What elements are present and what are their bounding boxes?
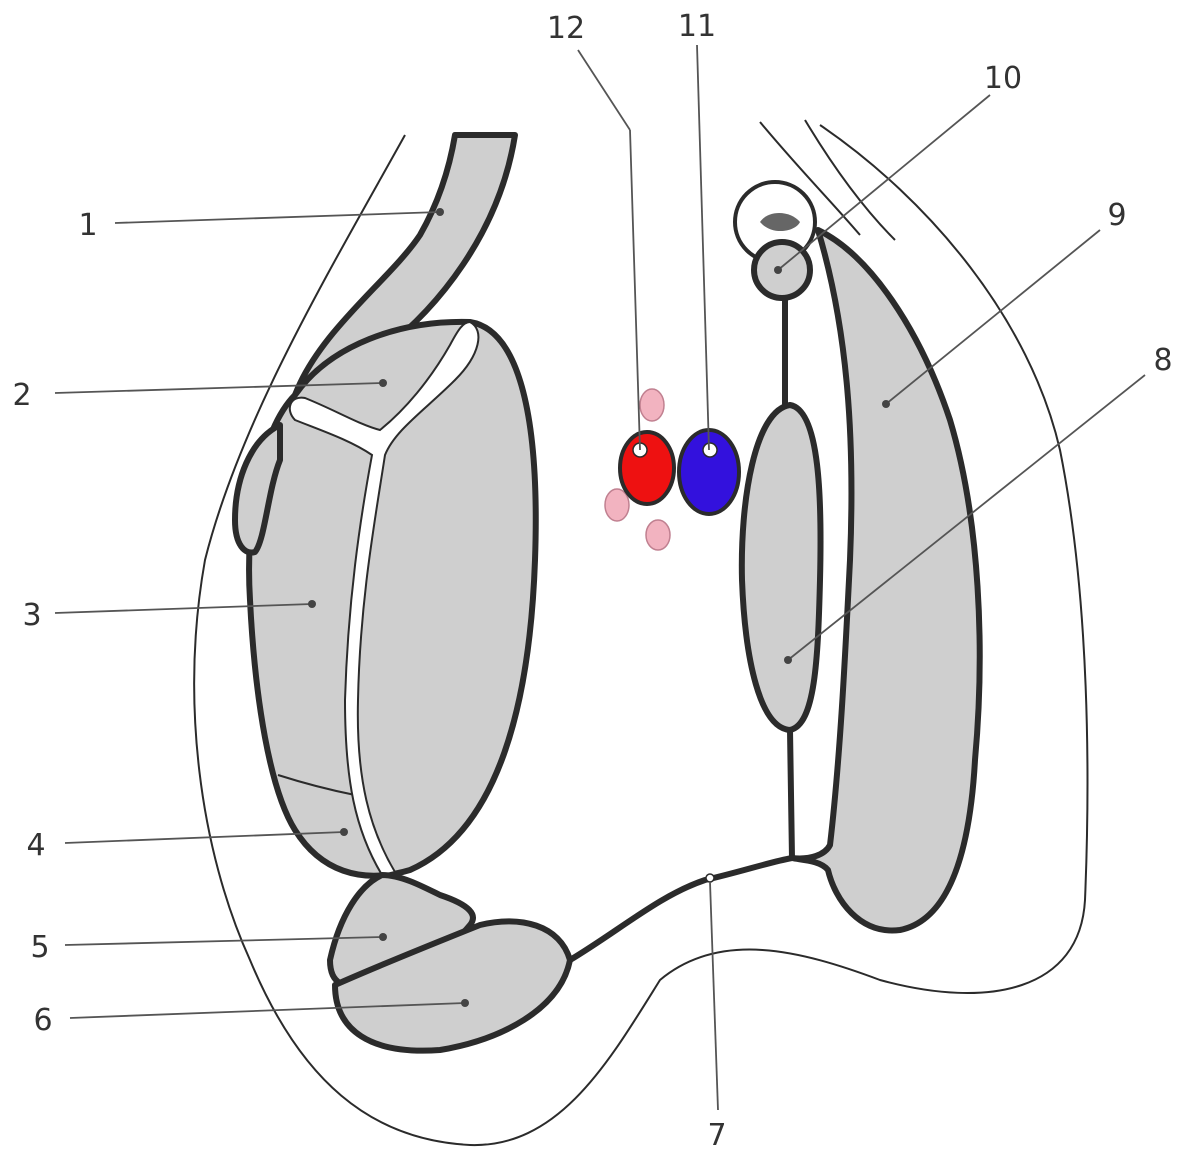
label-12: 12: [547, 11, 585, 46]
structure-11-lumen: [703, 443, 717, 457]
label-2: 2: [12, 378, 31, 413]
label-1: 1: [78, 208, 97, 243]
label-8: 8: [1153, 343, 1172, 378]
label-3: 3: [22, 598, 41, 633]
label-7: 7: [707, 1118, 726, 1152]
structure-8-body: [742, 405, 821, 730]
label-9: 9: [1107, 198, 1126, 233]
label-5: 5: [30, 930, 49, 965]
structure-7-node: [706, 874, 714, 882]
pink-node-3: [646, 520, 670, 550]
pink-node-1: [640, 389, 664, 421]
structure-7-membrane: [570, 858, 792, 960]
label-6: 6: [33, 1003, 52, 1038]
pink-node-2: [605, 489, 629, 521]
body-outline-inner-top-2: [805, 120, 895, 240]
leader-lines: [55, 45, 1145, 1110]
label-10: 10: [984, 61, 1022, 96]
structure-12-vessel: [620, 432, 674, 504]
label-11: 11: [678, 9, 716, 44]
label-4: 4: [26, 828, 45, 863]
